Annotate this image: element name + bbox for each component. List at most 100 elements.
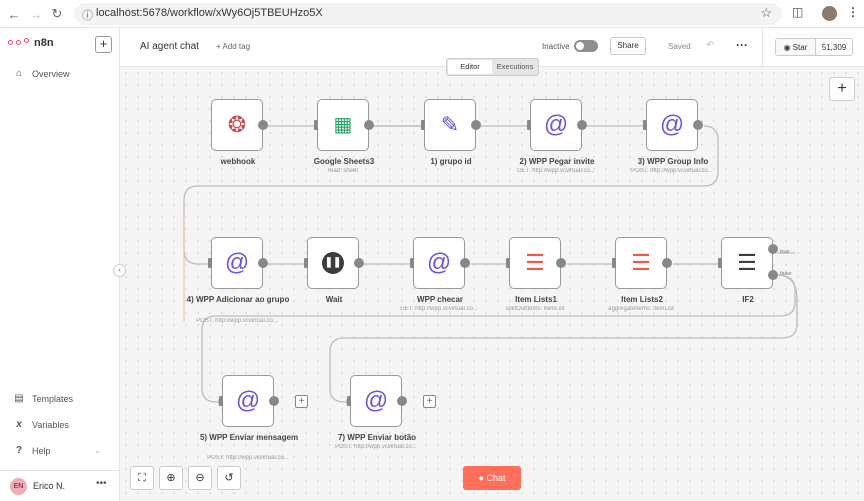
workflow-name[interactable]: AI agent chat (140, 41, 199, 52)
output-port-false[interactable] (768, 270, 778, 280)
github-star-button[interactable]: ◉Star 51,309 (775, 38, 853, 56)
branch-label-false: false (780, 271, 792, 277)
add-next-node-button[interactable]: + (295, 395, 308, 408)
output-port[interactable] (556, 258, 566, 268)
tab-editor[interactable]: Editor (448, 60, 492, 74)
fit-view-icon: ⛶ (138, 472, 146, 484)
bookmark-star-icon[interactable]: ☆ (760, 5, 772, 20)
node-wpp-checar[interactable]: @ (410, 237, 470, 289)
node-label: IF2 (742, 295, 754, 304)
browser-menu-icon[interactable]: ⋮ (847, 5, 859, 19)
input-port[interactable] (314, 120, 318, 130)
undo-icon: ↺ (224, 472, 234, 484)
sidebar-item-overview[interactable]: ⌂ Overview (14, 68, 70, 79)
output-port[interactable] (471, 120, 481, 130)
browser-profile-avatar[interactable] (822, 6, 837, 21)
output-port[interactable] (662, 258, 672, 268)
node-wpp-pegar-invite[interactable]: @ (527, 99, 587, 151)
zoom-to-fit-button[interactable]: ⛶ (130, 466, 154, 490)
view-tabs: Editor Executions (446, 58, 539, 76)
input-port[interactable] (506, 258, 510, 268)
output-port[interactable] (364, 120, 374, 130)
input-port[interactable] (410, 258, 414, 268)
node-subtitle: POST: http://wpp.vcvirtual.co... (207, 455, 289, 461)
node-subtitle: POST: http://wpp.vcvirtual.co... (631, 168, 713, 174)
tab-executions[interactable]: Executions (496, 62, 534, 71)
saved-status: Saved (668, 42, 691, 51)
node-wait[interactable]: ❚❚ (304, 237, 364, 289)
node-subtitle: read: sheet (327, 168, 359, 174)
output-port[interactable] (258, 258, 268, 268)
at-icon: @ (363, 387, 389, 414)
sidebar-item-help[interactable]: ? Help ⌄ (14, 445, 100, 456)
input-port[interactable] (527, 120, 531, 130)
input-port[interactable] (219, 396, 223, 406)
chat-label: Chat (486, 473, 506, 483)
site-info-icon[interactable]: ⓘ (82, 10, 93, 22)
history-icon[interactable]: ↶ (706, 40, 715, 51)
node-subtitle: POST: http://wpp.vcvirtual.co... (196, 318, 278, 324)
add-next-node-button[interactable]: + (423, 395, 436, 408)
output-port[interactable] (269, 396, 279, 406)
more-options-icon[interactable]: ••• (96, 478, 107, 489)
sidebar-item-templates[interactable]: ▤ Templates (14, 393, 73, 404)
sidebar-item-variables[interactable]: x Variables (14, 419, 69, 430)
node-label: Item Lists1 (515, 295, 557, 304)
address-bar[interactable]: ⓘ localhost:5678/workflow/xWy6Oj5TBEUHzo… (74, 3, 782, 25)
back-icon[interactable]: ← (7, 6, 21, 22)
templates-icon: ▤ (14, 393, 24, 404)
output-port[interactable] (693, 120, 703, 130)
node-item-lists1[interactable]: ☰ (506, 237, 566, 289)
input-port[interactable] (643, 120, 647, 130)
pause-icon: ❚❚ (322, 252, 344, 274)
zoom-out-button[interactable]: ⊖ (188, 466, 212, 490)
output-port[interactable] (354, 258, 364, 268)
create-new-button[interactable]: + (95, 36, 112, 53)
add-node-button[interactable]: + (829, 77, 855, 101)
user-menu[interactable]: EN Erico N. ••• (0, 470, 120, 501)
node-grupo-id[interactable]: ✎ (421, 99, 481, 151)
sidebar-collapse-icon[interactable]: ‹ (113, 264, 126, 277)
n8n-logo-icon (8, 38, 30, 48)
avatar: EN (10, 478, 27, 495)
node-wpp-enviar-botao[interactable]: @ (347, 375, 407, 427)
variables-icon: x (16, 419, 22, 430)
input-port[interactable] (347, 396, 351, 406)
input-port[interactable] (421, 120, 425, 130)
active-toggle[interactable] (574, 40, 598, 52)
output-port-true[interactable] (768, 244, 778, 254)
output-port[interactable] (460, 258, 470, 268)
node-webhook[interactable]: ❂ (211, 99, 268, 151)
share-button[interactable]: Share (610, 37, 646, 55)
sidebar-item-label: Templates (32, 393, 74, 404)
app-name: n8n (34, 37, 54, 49)
chevron-down-icon: ⌄ (94, 447, 101, 455)
node-subtitle: splitOutItems: itemList (505, 306, 565, 312)
extensions-icon[interactable]: ◫ (792, 5, 804, 19)
output-port[interactable] (397, 396, 407, 406)
node-wpp-group-info[interactable]: @ (643, 99, 703, 151)
node-if2[interactable]: ☰ (718, 237, 778, 289)
zoom-in-button[interactable]: ⊕ (159, 466, 183, 490)
input-port[interactable] (208, 258, 212, 268)
node-wpp-enviar-mensagem[interactable]: @ (219, 375, 279, 427)
node-google-sheets3[interactable]: ▦ (314, 99, 374, 151)
input-port[interactable] (304, 258, 308, 268)
reload-icon[interactable]: ↻ (51, 6, 63, 21)
add-tag-button[interactable]: + Add tag (216, 42, 251, 51)
google-sheets-icon: ▦ (333, 114, 353, 136)
node-item-lists2[interactable]: ☰ (612, 237, 672, 289)
output-port[interactable] (258, 120, 268, 130)
n8n-logo[interactable]: n8n (8, 37, 54, 49)
forward-icon[interactable]: → (29, 6, 43, 22)
chat-button[interactable]: ● Chat (463, 466, 521, 490)
more-options-icon[interactable]: ··· (736, 38, 748, 52)
node-wpp-adicionar-grupo[interactable]: @ (208, 237, 268, 289)
input-port[interactable] (718, 258, 722, 268)
output-port[interactable] (577, 120, 587, 130)
home-icon: ⌂ (15, 68, 23, 79)
signpost-icon: ☰ (737, 250, 757, 275)
input-port[interactable] (612, 258, 616, 268)
reset-zoom-button[interactable]: ↺ (217, 466, 241, 490)
node-subtitle: GET: http://wpp.vcvirtual.co... (517, 168, 595, 174)
